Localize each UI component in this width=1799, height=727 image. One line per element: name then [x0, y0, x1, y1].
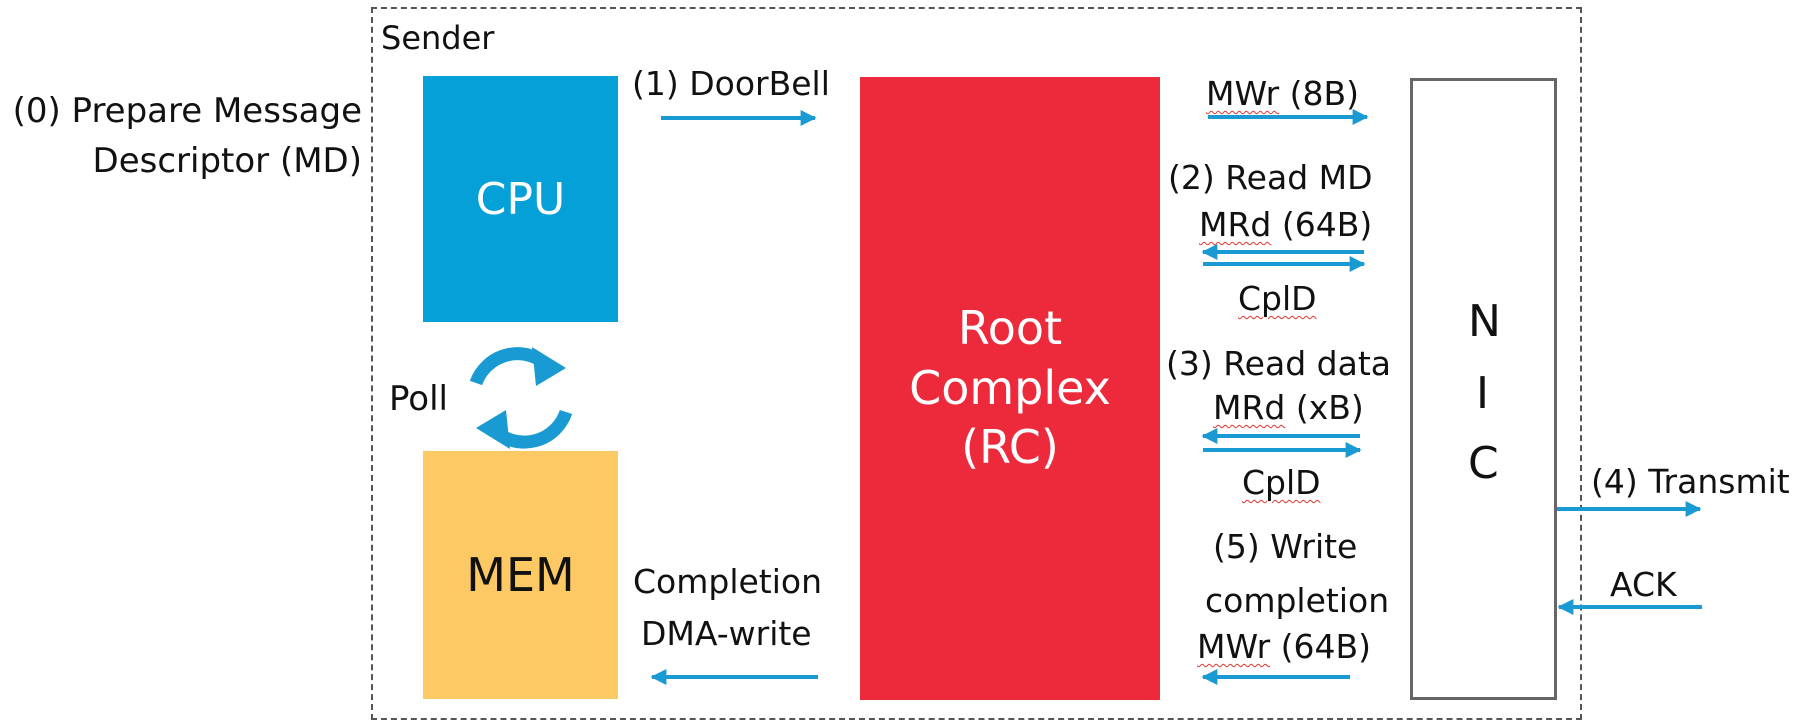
rc-line-1: Root: [957, 300, 1063, 355]
ack-label: ACK: [1610, 565, 1677, 604]
mwr-8b-suffix: (8B): [1279, 74, 1360, 113]
read-md-mrd-suffix: (64B): [1271, 205, 1373, 244]
mem-block: MEM: [423, 451, 618, 699]
write-comp-mwr-prefix: MWr: [1197, 627, 1271, 666]
rc-line-3: (RC): [961, 420, 1059, 475]
read-md-cpld: CplD: [1238, 282, 1317, 315]
completion-line-1: Completion: [633, 562, 823, 601]
prepare-line-1: (0) Prepare Message: [12, 91, 362, 131]
nic-letter-i: I: [1476, 368, 1489, 419]
poll-label: Poll: [389, 379, 448, 419]
read-data-mrd-label: MRd (xB): [1213, 391, 1364, 424]
nic-block: [1410, 78, 1557, 700]
write-comp-mwr-label: MWr (64B): [1197, 630, 1371, 663]
poll-arrowhead-top: [532, 347, 566, 386]
nic-letter-n: N: [1468, 296, 1501, 347]
root-complex-block: Root Complex (RC): [860, 77, 1160, 700]
write-comp-line-2: completion: [1205, 581, 1390, 620]
cpu-label: CPU: [475, 173, 566, 225]
read-data-cpld: CplD: [1242, 466, 1321, 499]
nic-letter-c: C: [1468, 438, 1499, 489]
read-md-mrd-prefix: MRd: [1199, 205, 1272, 244]
completion-line-2: DMA-write: [641, 614, 812, 653]
rc-line-2: Complex: [909, 360, 1111, 415]
write-comp-line-1: (5) Write: [1213, 527, 1358, 566]
read-data-mrd-suffix: (xB): [1285, 388, 1364, 427]
doorbell-label: (1) DoorBell: [632, 64, 830, 103]
sender-frame: [371, 7, 1582, 720]
write-comp-mwr-suffix: (64B): [1270, 627, 1372, 666]
read-data-mrd-prefix: MRd: [1213, 388, 1286, 427]
read-md-title: (2) Read MD: [1168, 158, 1373, 197]
read-md-cpld-text: CplD: [1238, 279, 1317, 318]
read-data-title: (3) Read data: [1166, 344, 1391, 383]
mem-label: MEM: [466, 548, 575, 602]
read-md-mrd-label: MRd (64B): [1199, 208, 1372, 241]
transmit-label: (4) Transmit: [1591, 462, 1790, 501]
read-data-cpld-text: CplD: [1242, 463, 1321, 502]
poll-arrowhead-bottom: [476, 410, 510, 449]
mwr-8b-prefix: MWr: [1206, 74, 1280, 113]
mwr-8b-label: MWr (8B): [1206, 77, 1359, 110]
sender-label: Sender: [381, 19, 495, 57]
prepare-line-2: Descriptor (MD): [92, 141, 362, 181]
cpu-block: CPU: [423, 76, 618, 322]
